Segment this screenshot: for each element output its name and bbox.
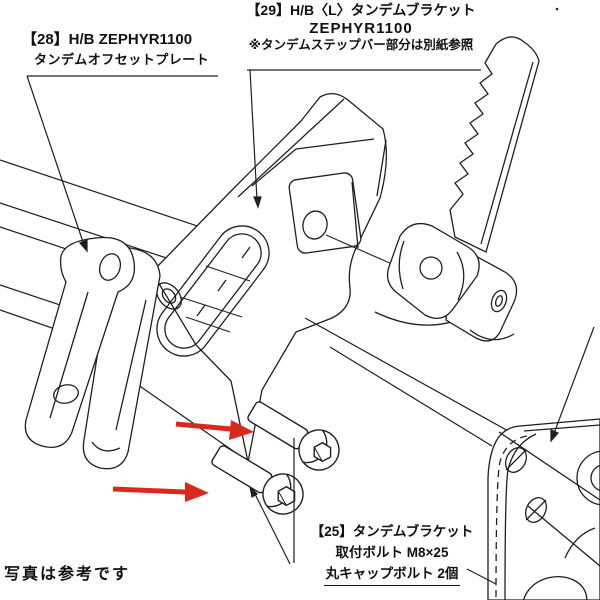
footer-note: 写真は参考です: [4, 566, 131, 583]
leader-arrowhead-plate: [550, 429, 559, 443]
leader-arrowhead-28: [79, 239, 88, 253]
label-part25-title: 【25】タンデムブラケット: [310, 524, 474, 539]
red-arrow-upper-shaft: [175, 421, 232, 432]
red-arrow-upper-head: [229, 420, 254, 440]
label-part29: 【29】H/B〈L〉タンデムブラケット ZEPHYR1100 ※タンデムステップ…: [236, 2, 486, 54]
footpeg-pivot: [386, 222, 480, 320]
tandem-offset-plate: [24, 236, 161, 470]
label-part29-title: 【29】H/B〈L〉タンデムブラケット: [246, 2, 476, 18]
leader-arrowhead-bolt: [249, 485, 258, 498]
label-part25: 【25】タンデムブラケット 取付ボルト M8×25 丸キャップボルト 2個: [294, 521, 490, 586]
offset-plate-front-arm: [24, 236, 136, 449]
red-arrow-lower-shaft: [112, 486, 186, 495]
red-arrow-lower-head: [185, 482, 209, 502]
bolt-upper: [247, 401, 340, 471]
bolt-lower: [211, 445, 304, 515]
mounting-plate: [487, 418, 600, 600]
label-part25-bolt-spec: 取付ボルト M8×25: [335, 545, 449, 560]
label-part28-title: 【28】H/B ZEPHYR1100: [22, 31, 193, 48]
label-part29-model: ZEPHYR1100: [309, 19, 413, 37]
bracket-arm-lines: [304, 317, 511, 447]
leader-arrowhead-29: [253, 196, 262, 209]
red-arrows: [112, 420, 254, 502]
label-part28-subtitle: タンデムオフセットプレート: [34, 52, 210, 67]
footpeg-bar: [449, 36, 540, 253]
footpeg: [386, 36, 540, 342]
tandem-bracket: [151, 93, 469, 463]
leader-lines: [26, 7, 595, 585]
label-part29-note: ※タンデムステップバー部分は別紙参照: [248, 38, 474, 53]
label-part25-bolt-type: 丸キャップボルト 2個: [294, 563, 490, 586]
mounting-bolts: [211, 401, 340, 515]
